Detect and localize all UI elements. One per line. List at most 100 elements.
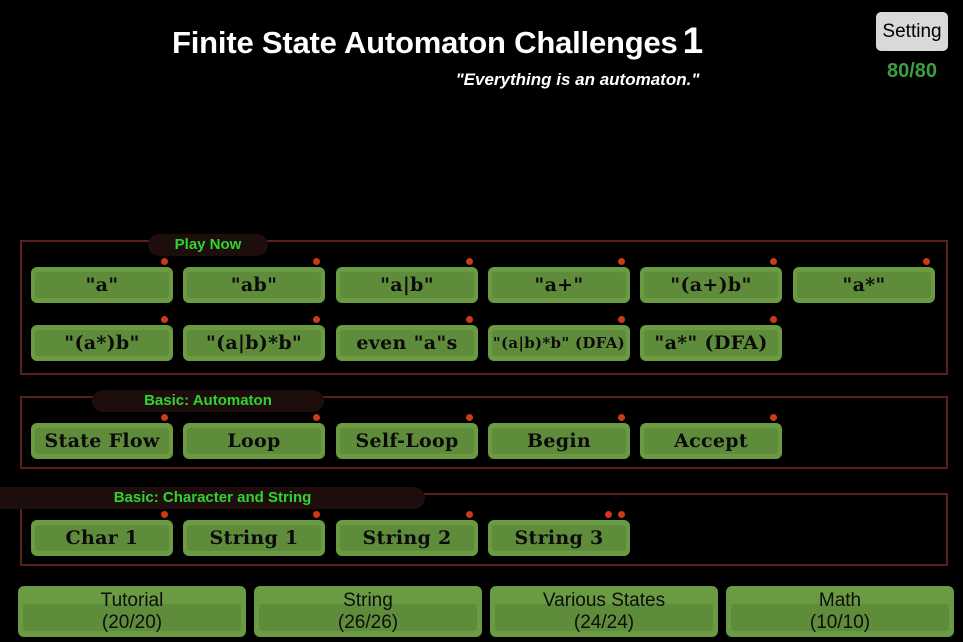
challenge-button-inner xyxy=(492,525,626,551)
completion-dot xyxy=(313,511,320,518)
completion-dot xyxy=(313,414,320,421)
tab-name: String xyxy=(343,589,393,611)
page-title-text: Finite State Automaton Challenges xyxy=(172,25,678,60)
challenge-button-label: "ab" xyxy=(230,274,278,296)
challenge-button[interactable]: State Flow xyxy=(31,423,173,459)
completion-dot xyxy=(618,414,625,421)
challenge-button[interactable]: Char 1 xyxy=(31,520,173,556)
completion-dot xyxy=(161,414,168,421)
challenge-button[interactable]: "a|b" xyxy=(336,267,478,303)
section-title-basic-character-and-string: Basic: Character and String xyxy=(0,487,425,509)
challenge-button-inner xyxy=(644,272,778,298)
section-basic-automaton xyxy=(20,396,948,469)
challenge-button-inner xyxy=(340,525,474,551)
subtitle-quote: "Everything is an automaton." xyxy=(455,70,700,89)
tab-inner xyxy=(259,604,477,631)
challenge-button-inner xyxy=(644,428,778,454)
challenge-button[interactable]: Self-Loop xyxy=(336,423,478,459)
challenge-button-inner xyxy=(35,272,169,298)
challenge-button[interactable]: Loop xyxy=(183,423,325,459)
challenge-button[interactable]: "(a*)b" xyxy=(31,325,173,361)
completion-dot xyxy=(618,258,625,265)
challenge-button-label: String 3 xyxy=(514,527,604,549)
challenge-button[interactable]: String 1 xyxy=(183,520,325,556)
challenge-button-inner xyxy=(187,272,321,298)
tab-inner xyxy=(495,604,713,631)
challenge-button[interactable]: "(a+)b" xyxy=(640,267,782,303)
section-title-basic-automaton: Basic: Automaton xyxy=(92,390,324,412)
tab-string[interactable]: String(26/26) xyxy=(254,586,482,637)
section-basic-character-and-string xyxy=(20,493,948,566)
challenge-button-inner xyxy=(492,428,626,454)
page-title-level: 1 xyxy=(682,20,704,61)
challenge-button-label: String 1 xyxy=(209,527,299,549)
tab-tutorial[interactable]: Tutorial(20/20) xyxy=(18,586,246,637)
challenge-button-label: State Flow xyxy=(44,430,160,452)
challenge-button[interactable]: "(a|b)*b" (DFA) xyxy=(488,325,630,361)
tab-label: String(26/26) xyxy=(254,586,482,637)
tab-inner xyxy=(731,604,949,631)
completion-dot xyxy=(466,414,473,421)
completion-dot xyxy=(770,414,777,421)
challenge-button-inner xyxy=(187,525,321,551)
challenge-button[interactable]: "a" xyxy=(31,267,173,303)
tab-count: (24/24) xyxy=(573,611,635,633)
tab-name: Various States xyxy=(542,589,666,611)
challenge-button-label: "a*" xyxy=(842,274,886,296)
challenge-button-label: "a*" (DFA) xyxy=(654,332,768,354)
challenge-button-label: even "a"s xyxy=(356,332,458,354)
completion-dot xyxy=(161,258,168,265)
completion-dot xyxy=(923,258,930,265)
completion-dot xyxy=(466,316,473,323)
challenge-button-label: Accept xyxy=(674,430,748,452)
tab-count: (26/26) xyxy=(337,611,399,633)
challenge-button[interactable]: "(a|b)*b" xyxy=(183,325,325,361)
tab-count: (10/10) xyxy=(809,611,871,633)
challenge-button-inner xyxy=(340,428,474,454)
challenge-button-label: Loop xyxy=(227,430,281,452)
challenge-button-inner xyxy=(492,330,626,356)
tab-various-states[interactable]: Various States(24/24) xyxy=(490,586,718,637)
challenge-button-inner xyxy=(35,330,169,356)
challenge-button[interactable]: Accept xyxy=(640,423,782,459)
tab-count: (20/20) xyxy=(101,611,163,633)
completion-dot xyxy=(770,258,777,265)
completion-dot xyxy=(618,316,625,323)
challenge-button[interactable]: even "a"s xyxy=(336,325,478,361)
score-counter: 80/80 xyxy=(886,60,938,82)
completion-dot xyxy=(466,258,473,265)
challenge-button-inner xyxy=(35,525,169,551)
challenge-button[interactable]: "ab" xyxy=(183,267,325,303)
challenge-button-inner xyxy=(187,428,321,454)
challenge-button[interactable]: "a+" xyxy=(488,267,630,303)
challenge-button-label: Char 1 xyxy=(65,527,139,549)
challenge-button-label: "(a+)b" xyxy=(670,274,752,296)
challenge-button[interactable]: "a*" xyxy=(793,267,935,303)
challenge-button[interactable]: "a*" (DFA) xyxy=(640,325,782,361)
challenge-button[interactable]: Begin xyxy=(488,423,630,459)
challenge-button-inner xyxy=(644,330,778,356)
completion-dot xyxy=(161,511,168,518)
challenge-button-inner xyxy=(340,330,474,356)
challenge-button[interactable]: String 3 xyxy=(488,520,630,556)
completion-dot xyxy=(618,511,625,518)
tab-inner xyxy=(23,604,241,631)
challenge-button-label: "(a|b)*b" xyxy=(205,332,303,354)
challenge-button-label: String 2 xyxy=(362,527,452,549)
tab-name: Tutorial xyxy=(100,589,164,611)
tab-label: Tutorial(20/20) xyxy=(18,586,246,637)
challenge-button-label: Self-Loop xyxy=(355,430,459,452)
challenge-button-label: Begin xyxy=(527,430,591,452)
challenge-button[interactable]: String 2 xyxy=(336,520,478,556)
tab-math[interactable]: Math(10/10) xyxy=(726,586,954,637)
challenge-button-inner xyxy=(492,272,626,298)
completion-dot xyxy=(466,511,473,518)
challenge-button-label: "(a*)b" xyxy=(64,332,140,354)
setting-button[interactable]: Setting xyxy=(876,12,948,51)
challenge-button-label: "a+" xyxy=(534,274,584,296)
challenge-button-label: "(a|b)*b" (DFA) xyxy=(492,334,626,352)
section-title-play-now: Play Now xyxy=(148,234,268,256)
